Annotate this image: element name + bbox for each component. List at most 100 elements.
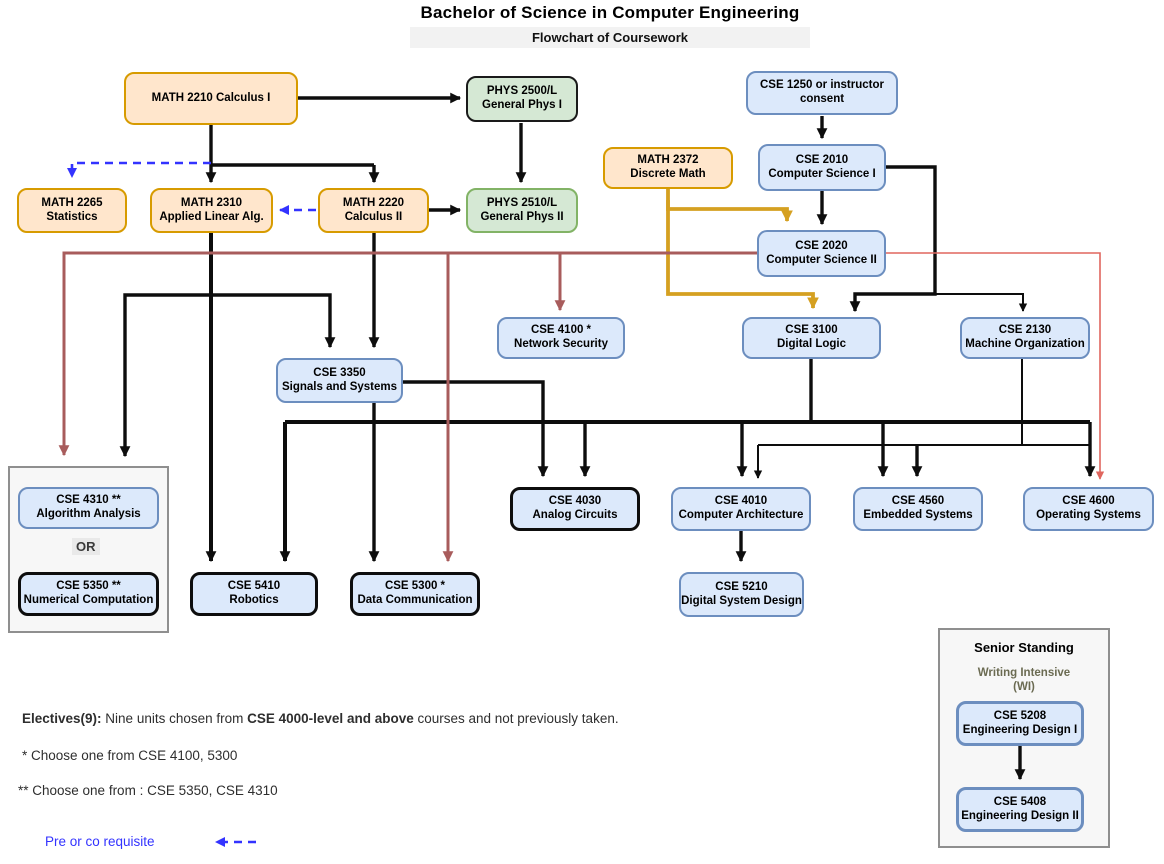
node-cse5208-line2: Engineering Design I [962, 723, 1078, 736]
page-subtitle: Flowchart of Coursework [410, 27, 810, 48]
node-cse5408-line1: CSE 5408 [993, 795, 1047, 808]
node-cse4010-line1: CSE 4010 [714, 495, 768, 508]
electives-note-prefix: Electives(9): [22, 711, 102, 726]
node-cse5300: CSE 5300 *Data Communication [350, 572, 480, 616]
node-cse4600-line1: CSE 4600 [1062, 495, 1115, 508]
node-cse3100-line1: CSE 3100 [785, 324, 838, 337]
node-cse4560-line1: CSE 4560 [891, 495, 945, 508]
node-cse5300-line1: CSE 5300 * [384, 580, 446, 593]
node-cse4030-line1: CSE 4030 [548, 495, 602, 508]
node-cse5410-line2: Robotics [229, 594, 279, 606]
node-phys2510-line1: PHYS 2510/L [486, 196, 558, 209]
electives-note-bold: CSE 4000-level and above [247, 711, 414, 726]
node-cse2020-line2: Computer Science II [766, 253, 877, 266]
edge-math2310-cse3350 [211, 293, 336, 349]
node-cse5210-line1: CSE 5210 [715, 580, 768, 593]
gold-edges [666, 189, 819, 310]
node-math2265-line2: Statistics [46, 210, 98, 223]
node-cse4100: CSE 4100 *Network Security [497, 317, 625, 359]
node-cse4310-line2: Algorithm Analysis [36, 508, 141, 520]
node-cse2010-line1: CSE 2010 [795, 153, 849, 166]
node-math2220-line1: MATH 2220 [342, 196, 405, 209]
or-label: OR [72, 538, 100, 555]
wi-text: (WI) [1013, 681, 1035, 694]
senior-standing-heading: Senior Standing [974, 640, 1074, 655]
edge-math2372-cse2020 [666, 189, 793, 223]
node-cse5410-line1: CSE 5410 [227, 580, 281, 593]
writing-intensive-text: Writing Intensive [977, 667, 1071, 679]
electives-note-mid: Nine units chosen from [101, 711, 248, 726]
page-title: Bachelor of Science in Computer Engineer… [420, 3, 800, 22]
node-cse4100-line1: CSE 4100 * [530, 324, 592, 337]
node-cse3350-line2: Signals and Systems [281, 380, 398, 393]
note-choose-4100-5300: * Choose one from CSE 4100, 5300 [22, 748, 238, 763]
writing-intensive-label: Writing Intensive (WI) [938, 666, 1110, 695]
node-cse4030-line2: Analog Circuits [532, 509, 618, 521]
node-cse5300-line2: Data Communication [357, 594, 473, 606]
node-math2220-line2: Calculus II [344, 210, 403, 223]
node-cse3100-line2: Digital Logic [777, 338, 846, 350]
node-cse4560-line2: Embedded Systems [863, 509, 973, 521]
node-math2210: MATH 2210 Calculus I [124, 72, 298, 125]
node-math2310-line2: Applied Linear Alg. [159, 210, 264, 223]
electives-note: Electives(9): Nine units chosen from CSE… [22, 711, 619, 726]
node-cse5350: CSE 5350 **Numerical Computation [18, 572, 159, 616]
node-phys2510-line2: General Phys II [480, 210, 564, 223]
edge-math2372-cse3100 [666, 200, 819, 310]
legend-prereq-label: Pre or co requisite [45, 834, 155, 849]
node-math2372-line2: Discrete Math [630, 168, 706, 180]
red-edges [58, 251, 1105, 563]
node-cse5408-line2: Engineering Design II [961, 809, 1079, 822]
node-cse4310-line1: CSE 4310 ** [56, 494, 121, 507]
edge-math2310-algorithm-group [119, 293, 211, 458]
node-cse1250-line2: consent [799, 93, 845, 105]
node-cse4600-line2: Operating Systems [1036, 509, 1141, 521]
node-cse3350-line1: CSE 3350 [313, 366, 366, 379]
node-phys2500-line2: General Phys I [482, 99, 562, 111]
edge-cse2020-algorithm-group [58, 251, 757, 457]
node-cse2130-line2: Machine Organization [965, 338, 1085, 350]
node-cse2020-line1: CSE 2020 [795, 239, 848, 252]
node-math2265-line1: MATH 2265 [41, 196, 103, 209]
edge-cse2020-cse4600 [886, 252, 1105, 480]
blue-dashed-edges [67, 161, 316, 847]
black-edges [119, 92, 1096, 781]
node-math2310-line1: MATH 2310 [180, 196, 243, 209]
node-cse5208-line1: CSE 5208 [993, 709, 1047, 722]
node-cse1250-line1: CSE 1250 or instructor [760, 79, 884, 92]
electives-note-suffix: courses and not previously taken. [413, 711, 619, 726]
node-cse5350-line2: Numerical Computation [23, 594, 154, 606]
header: Bachelor of Science in Computer Engineer… [350, 3, 870, 48]
node-cse5210-line2: Digital System Design [681, 594, 802, 607]
edge-cse3350-cse4030 [403, 380, 549, 478]
node-cse4310: CSE 4310 **Algorithm Analysis [18, 487, 159, 529]
edge-cse2010-cse2130 [935, 293, 1028, 312]
note-choose-5350-4310: ** Choose one from : CSE 5350, CSE 4310 [18, 783, 278, 798]
edge-prereq-math2265 [67, 161, 211, 178]
node-cse4010-line2: Computer Architecture [678, 509, 804, 521]
node-math2372-line1: MATH 2372 [637, 154, 699, 167]
node-cse5350-line1: CSE 5350 ** [56, 580, 121, 593]
node-cse4100-line2: Network Security [514, 338, 608, 350]
node-math2210-line1: MATH 2210 Calculus I [151, 91, 271, 104]
